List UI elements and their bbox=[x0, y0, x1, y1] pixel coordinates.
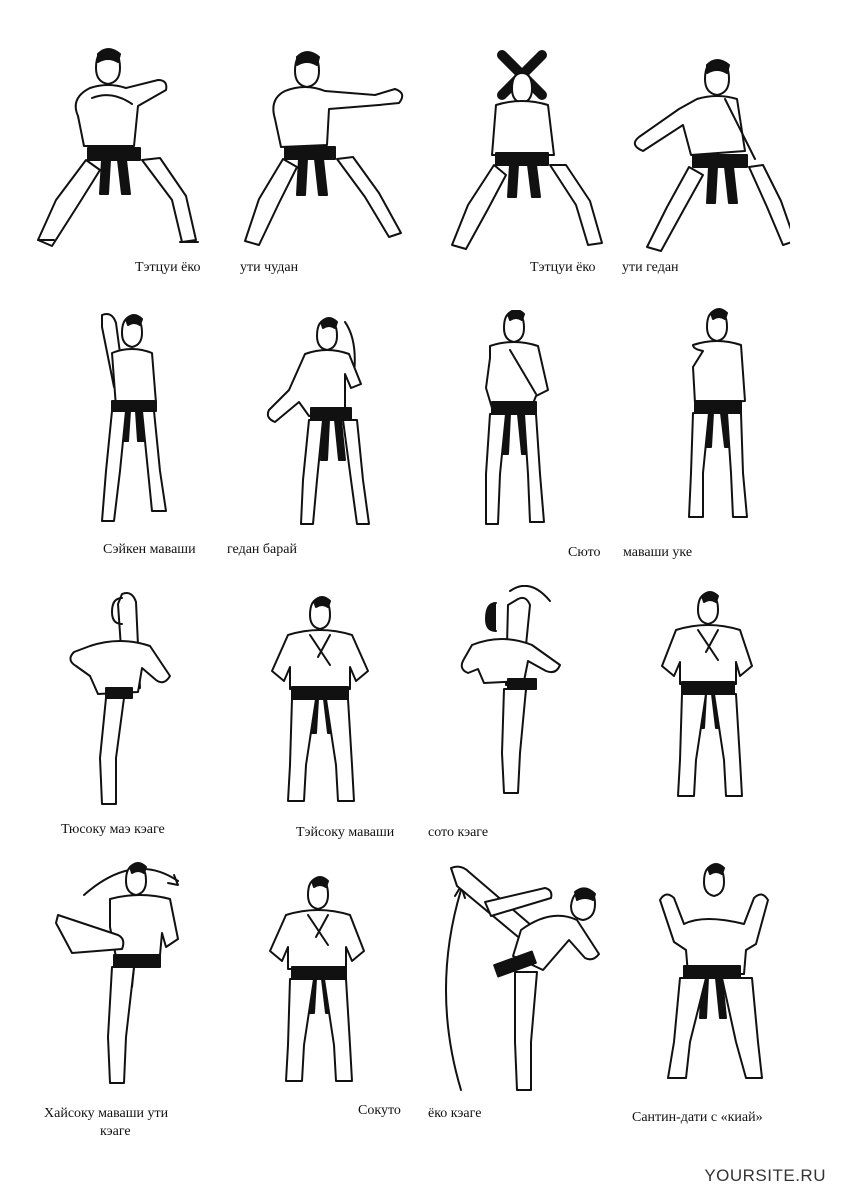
figure-sokuto-yoko-keage bbox=[425, 860, 615, 1100]
karateka-drawing-icon bbox=[271, 596, 369, 802]
figure-ready-stance-2 bbox=[660, 590, 755, 810]
figure-tettsui-yoko-uchi-gedan-2 bbox=[625, 55, 790, 255]
karateka-drawing-icon bbox=[269, 876, 365, 1082]
figure-sanchin-dachi-kiai bbox=[650, 860, 775, 1095]
figure-tettsui-yoko-uchi-chudan-1 bbox=[30, 40, 205, 255]
figure-gedan-barai bbox=[265, 310, 375, 535]
karateka-drawing-icon bbox=[445, 865, 600, 1091]
karateka-drawing-icon bbox=[451, 50, 603, 250]
caption-r4d: Сантин-дати с «киай» bbox=[632, 1110, 763, 1125]
figure-haisoku-mawashi-uchi-keage bbox=[48, 855, 188, 1100]
figure-shuto bbox=[470, 310, 560, 535]
karateka-drawing-icon bbox=[633, 59, 790, 252]
karateka-drawing-icon bbox=[661, 591, 753, 797]
caption-r1c: Тэтцуи ёко bbox=[530, 260, 596, 275]
caption-r3b: Тэйсоку маваши bbox=[296, 825, 395, 840]
caption-r2d: маваши уке bbox=[623, 545, 693, 560]
karateka-drawing-icon bbox=[244, 51, 404, 246]
figure-soto-keage bbox=[460, 585, 570, 815]
caption-r3a: Тюсоку маэ кэаге bbox=[61, 822, 165, 837]
karateka-drawing-icon bbox=[688, 308, 748, 518]
karateka-drawing-icon bbox=[55, 862, 179, 1084]
figure-seiken-mawashi bbox=[90, 305, 180, 535]
karateka-drawing-icon bbox=[69, 592, 171, 805]
figure-tettsui-yoko-uchi-chudan-2 bbox=[235, 45, 425, 255]
caption-r1d: ути гедан bbox=[622, 260, 679, 275]
caption-r1b: ути чудан bbox=[240, 260, 299, 275]
caption-r2a: Сэйкен маваши bbox=[103, 542, 196, 557]
caption-r4a-line2: кэаге bbox=[100, 1124, 131, 1139]
karateka-drawing-icon bbox=[659, 863, 769, 1079]
karateka-drawing-icon bbox=[485, 310, 549, 525]
figure-mawashi-uke bbox=[675, 305, 755, 530]
karateka-drawing-icon bbox=[101, 313, 167, 522]
caption-r3c: сото кэаге bbox=[428, 825, 489, 840]
caption-r2c: Сюто bbox=[568, 545, 601, 560]
karateka-drawing-icon bbox=[266, 317, 370, 525]
figure-chusoku-mae-keage bbox=[60, 590, 180, 815]
caption-r1a: Тэтцуи ёко bbox=[135, 260, 201, 275]
watermark: YOURSITE.RU bbox=[704, 1166, 826, 1185]
caption-r4a-line1: Хайсоку маваши ути bbox=[44, 1106, 169, 1121]
karateka-drawing-icon bbox=[460, 585, 561, 794]
caption-r4c: ёко кэаге bbox=[428, 1106, 482, 1121]
figure-ready-stance-3 bbox=[268, 875, 368, 1095]
caption-r4b: Сокуто bbox=[358, 1103, 401, 1118]
karateka-drawing-icon bbox=[37, 48, 199, 247]
caption-r2b: гедан барай bbox=[227, 542, 297, 557]
figure-ready-stance-1 bbox=[270, 595, 370, 815]
figure-tettsui-yoko-uchi-gedan-1 bbox=[440, 45, 610, 255]
